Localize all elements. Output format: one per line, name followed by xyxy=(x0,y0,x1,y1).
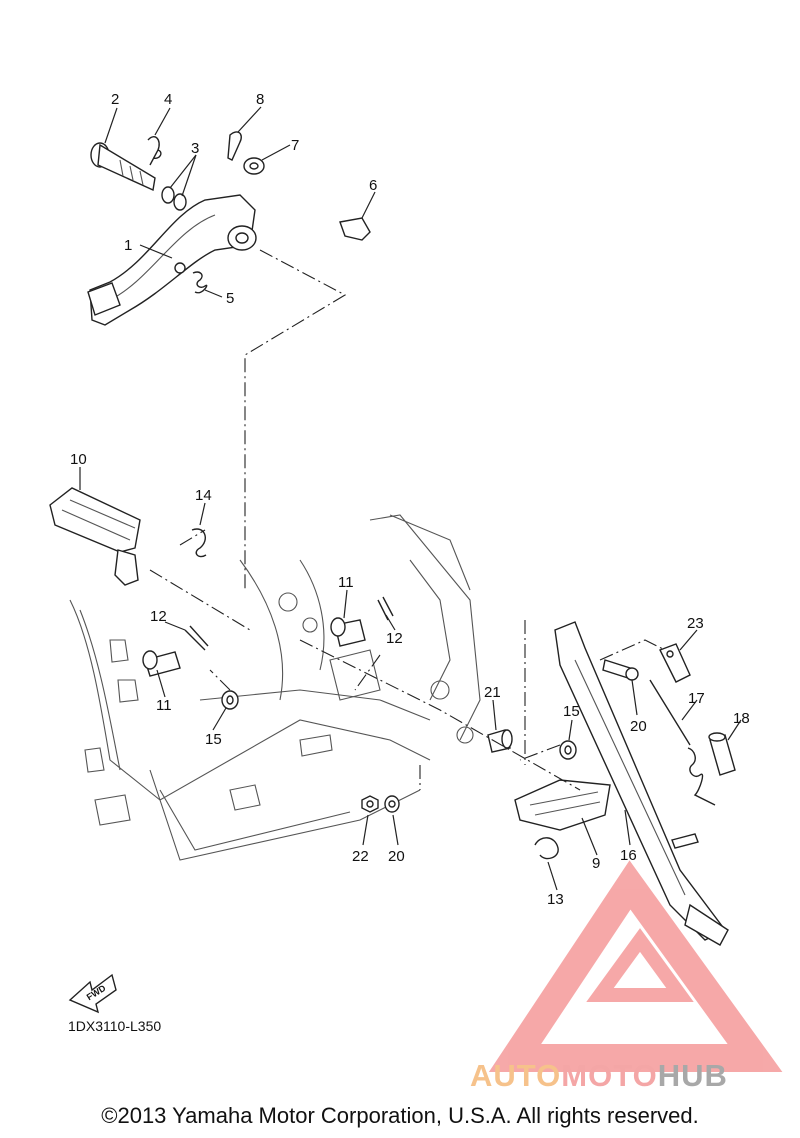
assembly-lines xyxy=(149,249,666,791)
frame-outline xyxy=(69,514,481,861)
diagram-code: 1DX3110-L350 xyxy=(68,1018,162,1034)
spring-14 xyxy=(191,528,207,558)
callout-10: 10 xyxy=(70,451,87,468)
watermark-text: AUTOMOTOHUB xyxy=(470,1058,728,1094)
nut-23 xyxy=(361,795,379,813)
bolt-6 xyxy=(339,217,371,241)
callout-3: 3 xyxy=(191,140,199,157)
watermark-auto: AUTO xyxy=(470,1058,562,1093)
bolt-stand xyxy=(671,833,699,849)
callout-13: 13 xyxy=(547,891,564,908)
cotter-pins-12 xyxy=(184,596,394,651)
callout-8: 8 xyxy=(256,91,264,108)
o-rings xyxy=(161,186,187,211)
fwd-arrow-icon: FWD xyxy=(68,973,117,1014)
pins-11 xyxy=(142,617,366,677)
callout-6: 6 xyxy=(369,177,377,194)
cotter-pin-8 xyxy=(227,131,242,161)
callout-21: 21 xyxy=(484,684,501,701)
callout-18: 18 xyxy=(733,710,750,727)
watermark-logo xyxy=(488,860,783,1072)
callout-11-right: 11 xyxy=(338,574,354,591)
bushings-15 xyxy=(221,690,577,760)
callout-15-right: 15 xyxy=(563,703,580,720)
callout-15-left: 15 xyxy=(205,731,222,748)
spring-5 xyxy=(192,271,208,294)
callout-23: 22 xyxy=(352,848,369,865)
callout-17: 17 xyxy=(688,690,705,707)
callout-20: 20 xyxy=(388,848,405,865)
callout-16: 16 xyxy=(620,847,637,864)
cotter-pin-4 xyxy=(147,136,162,166)
bracket-22 xyxy=(659,643,691,683)
side-stand xyxy=(554,621,729,946)
callout-5: 5 xyxy=(226,290,234,307)
collar-18 xyxy=(708,732,736,776)
footrest-right xyxy=(514,779,611,831)
callout-9: 9 xyxy=(592,855,600,872)
washer-7 xyxy=(243,157,265,175)
callout-11-left: 11 xyxy=(156,697,172,714)
callout-12-left: 12 xyxy=(150,608,167,625)
brake-pedal xyxy=(87,194,257,326)
spring-17 xyxy=(649,679,716,806)
washer-20 xyxy=(384,795,400,813)
callout-labels: 2 4 8 3 7 6 1 5 10 14 11 12 12 23 21 11 … xyxy=(70,91,750,908)
callout-1: 1 xyxy=(124,237,132,254)
callout-4: 4 xyxy=(164,91,172,108)
collar-21 xyxy=(487,729,513,753)
callout-19: 20 xyxy=(630,718,647,735)
spring-13 xyxy=(534,837,559,860)
pedal-shaft xyxy=(90,142,156,192)
callout-2: 2 xyxy=(111,91,119,108)
bolt-19 xyxy=(602,659,639,681)
callout-12-right: 12 xyxy=(386,630,403,647)
watermark-hub: HUB xyxy=(657,1058,728,1093)
callout-7: 7 xyxy=(291,137,299,154)
watermark-moto: MOTO xyxy=(561,1058,658,1093)
footrest-left xyxy=(49,487,141,586)
callout-22: 23 xyxy=(687,615,704,632)
leader-lines xyxy=(79,106,742,891)
copyright-notice: ©2013 Yamaha Motor Corporation, U.S.A. A… xyxy=(101,1103,699,1128)
callout-14: 14 xyxy=(195,487,212,504)
